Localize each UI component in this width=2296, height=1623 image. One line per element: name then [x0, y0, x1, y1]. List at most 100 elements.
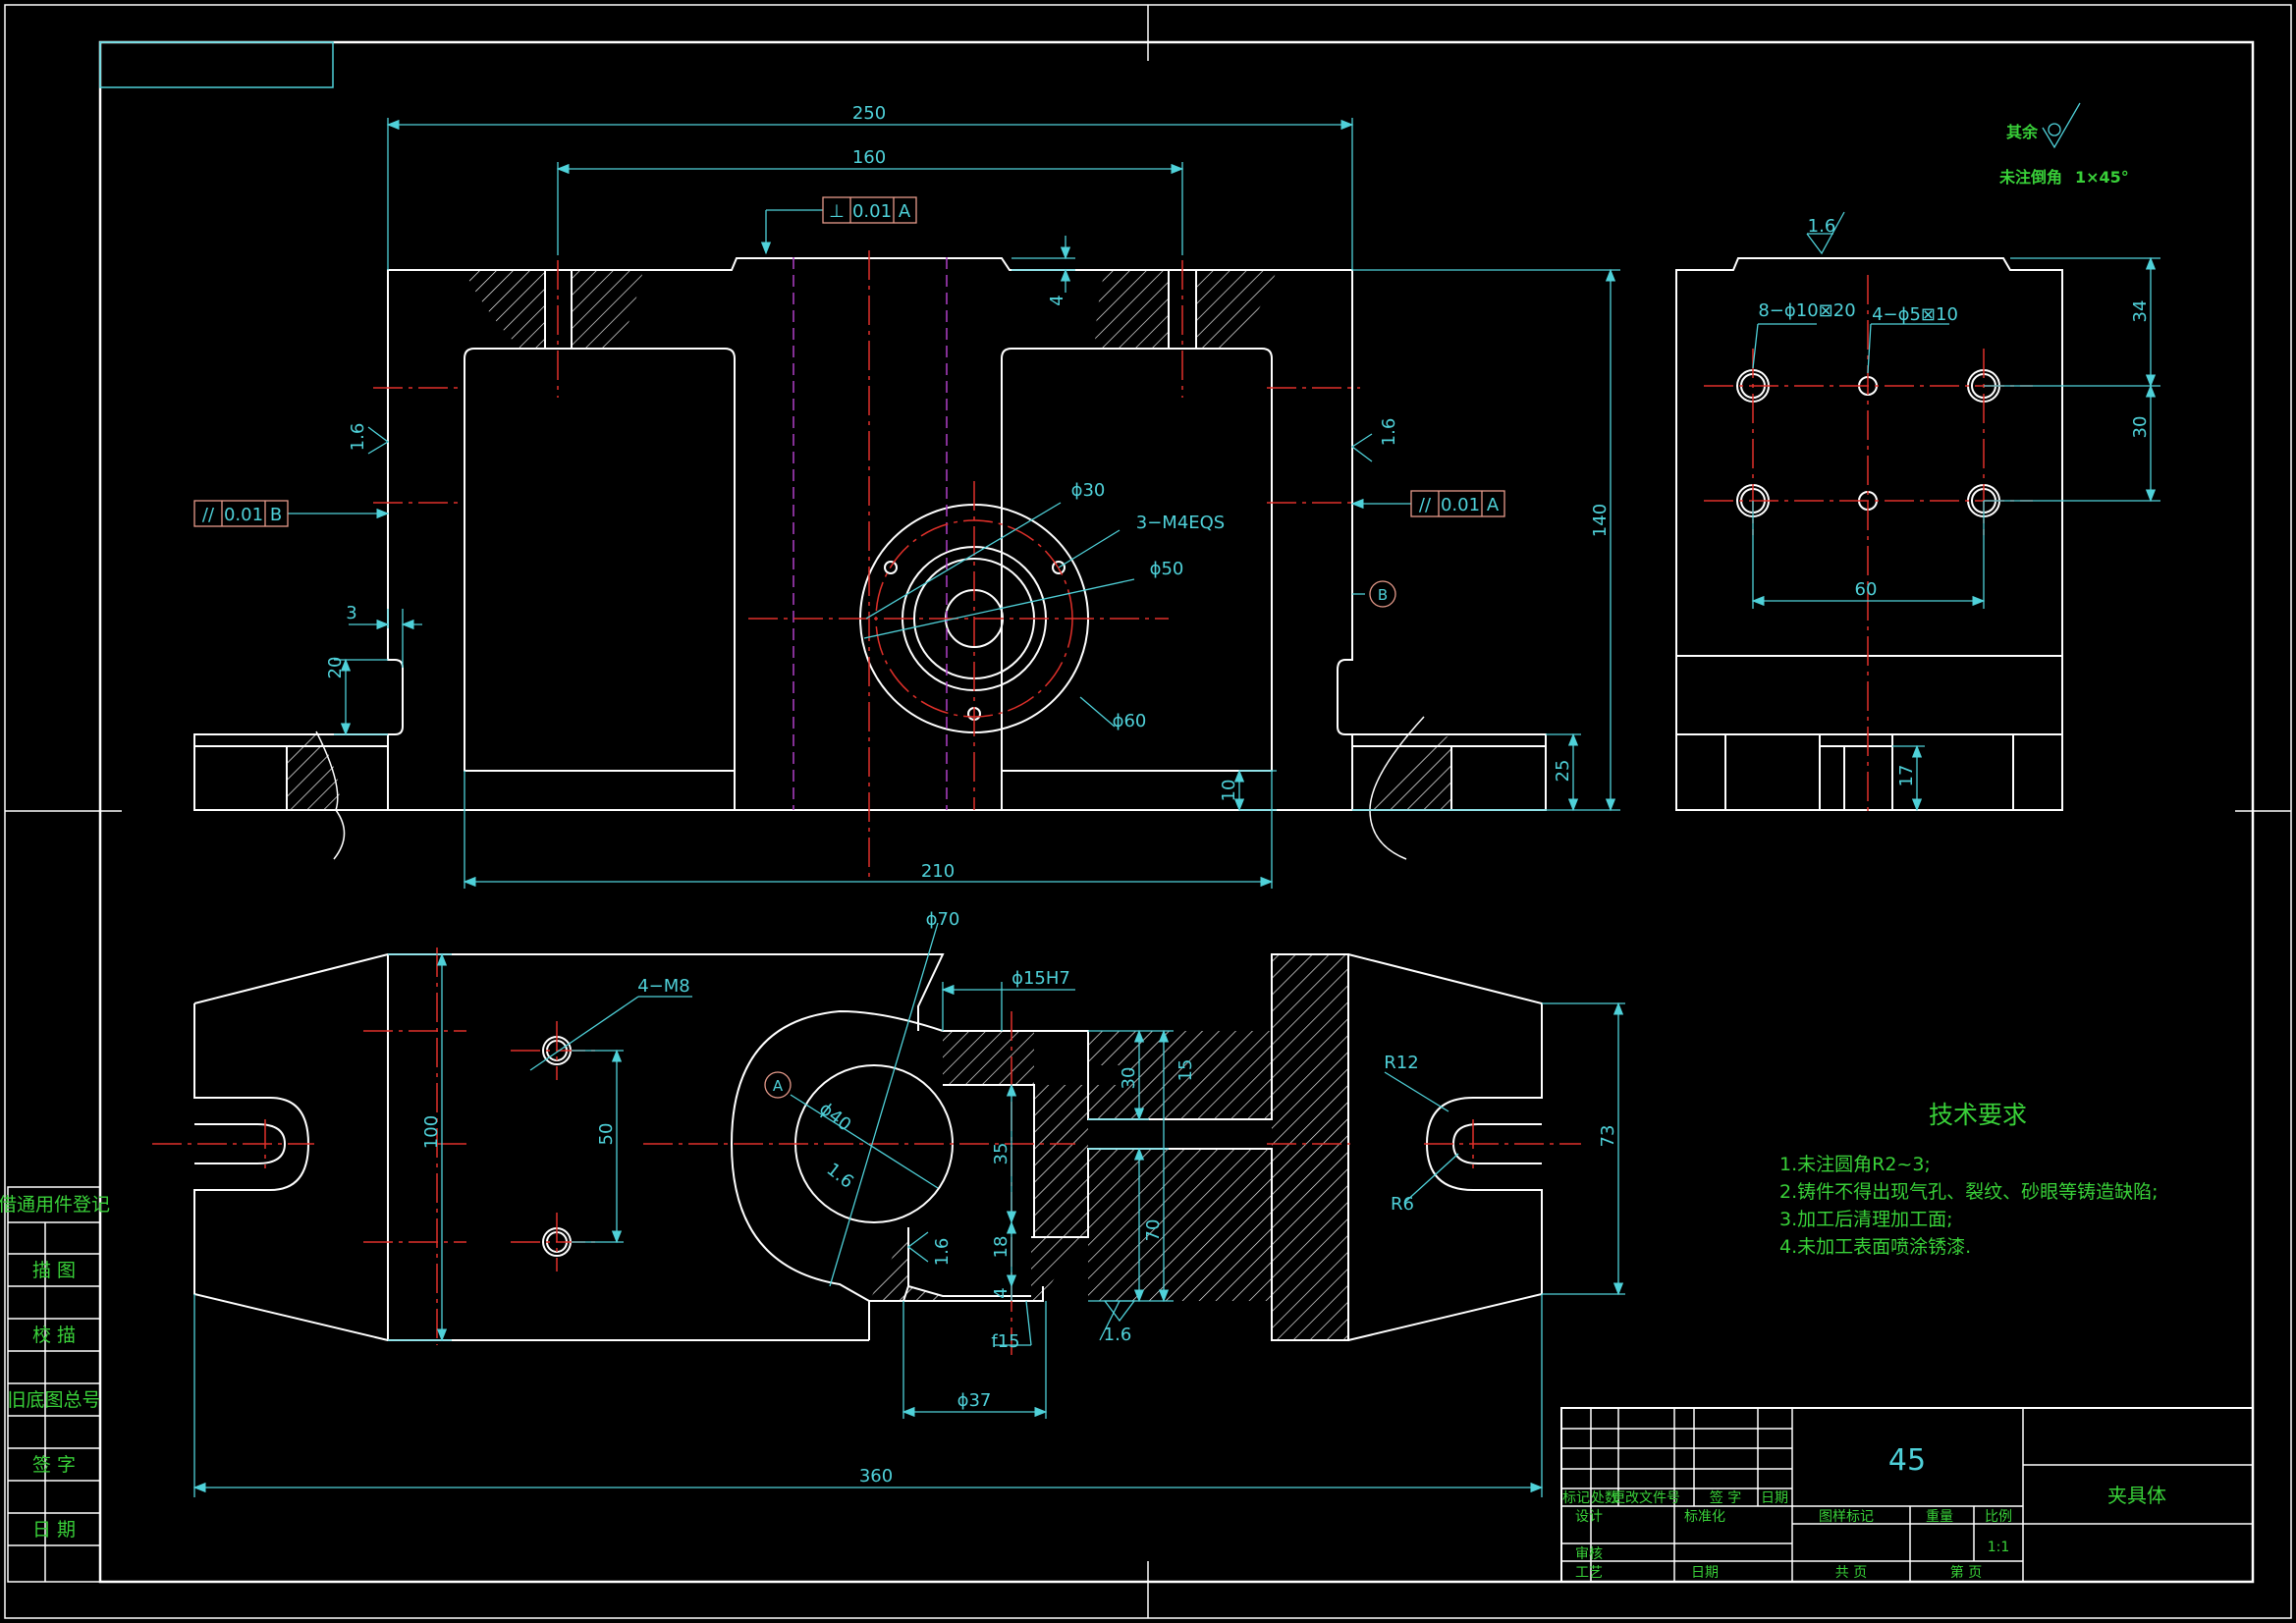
side-label-check: 校 描 [32, 1325, 76, 1346]
dim-r6: R6 [1391, 1194, 1414, 1215]
dim-4-bottom: 4 [991, 1287, 1011, 1298]
dimension-texts: 250 160 4 140 3 20 210 10 25 34 30 60 17… [325, 103, 2151, 1487]
roughness-left: 1.6 [348, 423, 368, 452]
dim-3-m4: 3−M4EQS [1136, 513, 1225, 533]
dim-30: 30 [1119, 1067, 1139, 1090]
dim-4-m8: 4−M8 [637, 976, 690, 997]
dim-360: 360 [859, 1466, 893, 1487]
dim-70: 70 [1143, 1219, 1164, 1242]
dim-10: 10 [1219, 780, 1239, 802]
dim-f15: f15 [991, 1331, 1019, 1352]
tb-review: 审核 [1575, 1546, 1603, 1562]
dim-r12: R12 [1384, 1053, 1418, 1073]
rest-label: 其余 [2006, 123, 2039, 141]
dim-3: 3 [346, 603, 356, 623]
part-name: 夹具体 [2107, 1484, 2166, 1507]
side-view [1675, 257, 2063, 815]
dim-210: 210 [921, 861, 955, 882]
roughness-bore: 1.6 [932, 1238, 953, 1267]
dim-phi15h7: ϕ15H7 [1011, 968, 1070, 989]
tb-count: 处数 [1591, 1490, 1618, 1506]
tb-std: 标准化 [1684, 1509, 1725, 1525]
side-label-tracing: 描 图 [32, 1260, 76, 1281]
roughness-values: 1.6 1.6 1.6 1.6 1.6 1.6 [348, 216, 1835, 1345]
dim-phi50: ϕ50 [1150, 559, 1184, 579]
material: 45 [1888, 1443, 1926, 1478]
dim-20: 20 [325, 657, 346, 679]
tolerance-frames [193, 196, 1505, 527]
chamfer-value: 1×45° [2075, 168, 2129, 187]
dim-35: 35 [991, 1143, 1011, 1165]
side-panel: 借通用件登记 描 图 校 描 旧底图总号 签 字 日 期 [0, 1186, 110, 1583]
chamfer-label: 未注倒角 [1998, 168, 2062, 187]
tb-sign: 签 字 [1710, 1489, 1741, 1506]
side-label-date: 日 期 [32, 1519, 76, 1541]
side-label-register: 借通用件登记 [0, 1194, 110, 1216]
dim-160: 160 [852, 147, 886, 168]
dim-4-holes: 4−ϕ5⊠10 [1872, 304, 1958, 325]
tb-scale-value: 1:1 [1988, 1540, 2010, 1555]
roughness-right: 1.6 [1379, 418, 1399, 447]
dim-phi30: ϕ30 [1071, 480, 1106, 501]
dim-18: 18 [991, 1236, 1011, 1259]
datum-b: B [1378, 586, 1388, 604]
tech-title: 技术要求 [1929, 1101, 2027, 1129]
tolerance-texts: ⊥ 0.01 A // 0.01 B // 0.01 A B A [202, 201, 1500, 1095]
sheet-border [4, 4, 2292, 1619]
dim-250: 250 [852, 103, 886, 124]
side-label-signature: 签 字 [32, 1454, 76, 1476]
tb-stage: 图样标记 [1819, 1509, 1874, 1525]
roughness-top-right: 1.6 [1808, 216, 1836, 237]
par-left-value: 0.01 [224, 505, 263, 525]
tb-process: 工艺 [1575, 1565, 1603, 1581]
tb-scale: 比例 [1985, 1509, 2012, 1525]
front-view [193, 250, 1547, 879]
par-right-value: 0.01 [1441, 495, 1480, 515]
roughness-symbols [367, 102, 2081, 1341]
tb-total-pages: 共 页 [1835, 1565, 1867, 1581]
dim-73: 73 [1598, 1125, 1618, 1148]
perp-datum: A [899, 201, 911, 222]
datum-symbols [764, 580, 1396, 1099]
dim-phi40: ϕ40 [815, 1099, 854, 1136]
tb-doc: 更改文件号 [1612, 1490, 1680, 1506]
dim-15: 15 [1175, 1059, 1196, 1082]
par-left-datum: B [270, 505, 282, 525]
notes: 其余 未注倒角 1×45° 技术要求 1.未注圆角R2~3; 2.铸件不得出现气… [1779, 123, 2159, 1258]
tech-item-3: 3.加工后清理加工面; [1779, 1209, 1953, 1230]
datum-a: A [773, 1077, 784, 1095]
par-right-datum: A [1487, 495, 1500, 515]
dim-30-side: 30 [2130, 416, 2151, 439]
dim-4: 4 [1047, 295, 1067, 305]
tech-item-4: 4.未加工表面喷涂锈漆. [1779, 1236, 1971, 1258]
dim-17: 17 [1896, 765, 1917, 787]
dim-60: 60 [1855, 579, 1878, 600]
roughness-bottom: 1.6 [1104, 1325, 1132, 1345]
tb-mark: 标记 [1562, 1490, 1590, 1506]
dim-50: 50 [596, 1123, 617, 1146]
tb-design: 设计 [1575, 1509, 1603, 1525]
tb-weight: 重量 [1926, 1509, 1953, 1525]
roughness-arc: 1.6 [823, 1160, 857, 1193]
title-block-texts: 45 夹具体 标记 处数 更改文件号 签 字 日期 设计 标准化 图样标记 重量… [1562, 1443, 2166, 1581]
perp-symbol: ⊥ [829, 201, 845, 222]
par-right-symbol: // [1419, 495, 1432, 515]
tech-item-2: 2.铸件不得出现气孔、裂纹、砂眼等铸造缺陷; [1779, 1181, 2159, 1203]
perp-value: 0.01 [852, 201, 892, 222]
dim-140: 140 [1590, 504, 1611, 537]
top-view [152, 947, 1581, 1355]
dim-phi70: ϕ70 [926, 909, 960, 930]
tb-date: 日期 [1761, 1490, 1788, 1506]
title-block [1560, 1407, 2254, 1583]
par-left-symbol: // [202, 505, 215, 525]
dim-25: 25 [1553, 760, 1573, 783]
dim-100: 100 [421, 1115, 442, 1149]
dim-34: 34 [2130, 300, 2151, 323]
tb-date2: 日期 [1691, 1565, 1719, 1581]
dimension-lines [192, 118, 2160, 1497]
dim-phi60: ϕ60 [1113, 711, 1147, 731]
dim-8-holes: 8−ϕ10⊠20 [1758, 300, 1855, 321]
side-label-old-number: 旧底图总号 [7, 1389, 100, 1411]
dim-phi37: ϕ37 [957, 1390, 992, 1411]
